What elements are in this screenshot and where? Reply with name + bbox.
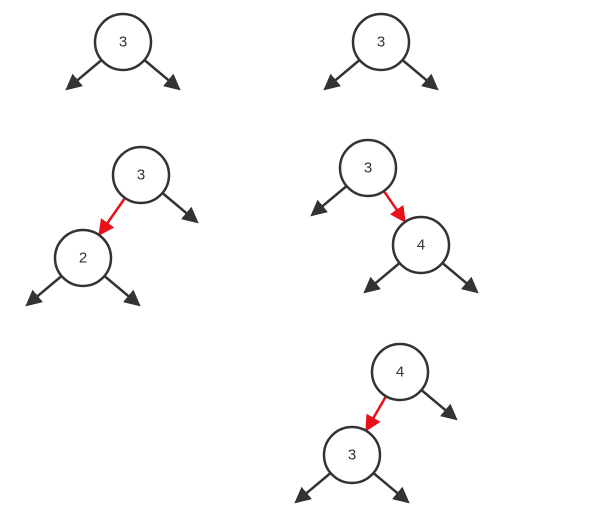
node-circle xyxy=(53,228,113,288)
node-label: 2 xyxy=(79,250,87,267)
node-label: 3 xyxy=(119,34,127,51)
null-pointer-arrow xyxy=(143,58,181,91)
node-circle xyxy=(370,342,430,402)
edges-layer xyxy=(25,58,479,504)
null-pointer-arrow xyxy=(363,261,401,294)
null-pointer-arrow xyxy=(401,58,439,91)
null-pointer-arrow xyxy=(323,58,361,91)
tree-node: 3 xyxy=(322,425,382,485)
child-pointer-arrow xyxy=(98,196,127,237)
child-pointer-arrow xyxy=(382,189,406,223)
null-pointer-arrow xyxy=(420,388,458,421)
node-circle xyxy=(111,145,171,205)
node-label: 4 xyxy=(417,237,425,254)
child-pointer-arrow xyxy=(365,394,388,432)
tree-node: 4 xyxy=(370,342,430,402)
node-label: 4 xyxy=(396,364,404,381)
null-pointer-arrow xyxy=(372,471,410,504)
node-label: 3 xyxy=(137,167,145,184)
null-pointer-arrow xyxy=(65,58,103,91)
tree-node: 4 xyxy=(391,215,451,275)
node-circle xyxy=(338,138,398,198)
null-pointer-arrow xyxy=(294,471,332,504)
node-circle xyxy=(322,425,382,485)
null-pointer-arrow xyxy=(161,191,199,224)
tree-node: 3 xyxy=(93,12,153,72)
tree-node: 3 xyxy=(338,138,398,198)
node-circle xyxy=(351,12,411,72)
null-pointer-arrow xyxy=(103,274,141,307)
tree-node: 3 xyxy=(111,145,171,205)
node-label: 3 xyxy=(348,447,356,464)
tree-node: 2 xyxy=(53,228,113,288)
node-circle xyxy=(93,12,153,72)
node-label: 3 xyxy=(364,160,372,177)
node-label: 3 xyxy=(377,34,385,51)
tree-node: 3 xyxy=(351,12,411,72)
node-circle xyxy=(391,215,451,275)
null-pointer-arrow xyxy=(25,274,63,307)
nodes-layer: 3 3 3 2 3 4 4 3 xyxy=(53,12,451,485)
null-pointer-arrow xyxy=(310,184,348,217)
null-pointer-arrow xyxy=(441,261,479,294)
